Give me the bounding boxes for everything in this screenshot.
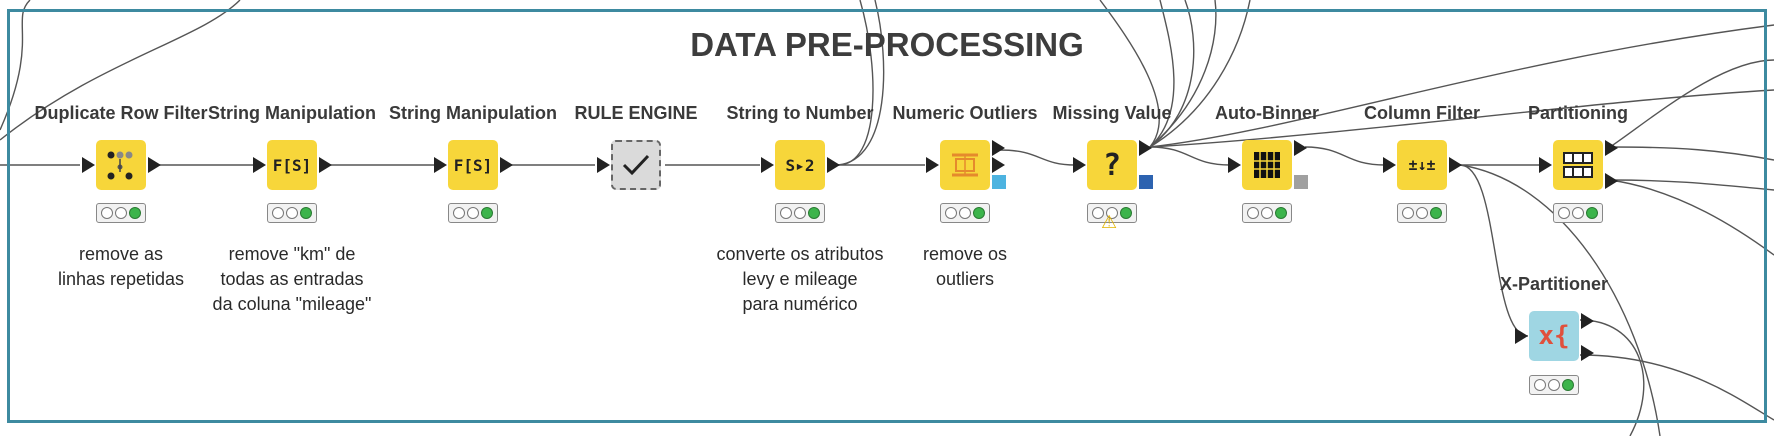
output-port[interactable] [319,157,332,173]
input-port[interactable] [1073,157,1086,173]
node-label-string-to-number: String to Number [726,103,874,123]
node-description: remove as linhas repetidas [57,244,185,289]
string-manipulation-icon[interactable]: F[S] [448,140,498,190]
output-port[interactable] [1605,140,1618,156]
node-status [1087,203,1137,223]
node-description: remove "km" de todas as entradas da colu… [212,244,372,314]
annotation-frame [7,9,1767,423]
model-port[interactable] [1139,175,1153,189]
node-status [96,203,146,223]
output-port[interactable] [1581,313,1594,329]
output-port[interactable] [992,157,1005,173]
input-port[interactable] [434,157,447,173]
duplicate-row-icon[interactable] [96,140,146,190]
input-port[interactable] [761,157,774,173]
node-label-string-manipulation: String Manipulation [208,103,376,123]
input-port[interactable] [1383,157,1396,173]
node-label-rule-engine: RULE ENGINE [574,103,698,123]
node-status [1529,375,1579,395]
output-port[interactable] [1294,140,1307,156]
node-status [1242,203,1292,223]
node-description: converte os atributos levy e mileage par… [716,244,884,314]
input-port[interactable] [1515,328,1528,344]
output-port[interactable] [827,157,840,173]
input-port[interactable] [253,157,266,173]
outliers-icon[interactable] [940,140,990,190]
question-mark-icon[interactable]: ? [1087,140,1137,190]
output-port[interactable] [500,157,513,173]
node-status [1553,203,1603,223]
input-port[interactable] [597,157,610,173]
node-label-duplicate-row-filter: Duplicate Row Filter [34,103,208,123]
node-label-numeric-outliers: Numeric Outliers [892,103,1038,123]
partitioning-icon[interactable] [1553,140,1603,190]
node-status [940,203,990,223]
node-description: remove os outliers [922,244,1008,289]
output-port[interactable] [1449,157,1462,173]
output-port[interactable] [1605,173,1618,189]
string-to-number-icon[interactable]: S▸2 [775,140,825,190]
checkmark-icon[interactable] [611,140,661,190]
input-port[interactable] [82,157,95,173]
column-filter-icon[interactable]: ±↓± [1397,140,1447,190]
warning-icon[interactable]: ⚠ [1101,212,1118,233]
node-status [775,203,825,223]
node-status [267,203,317,223]
string-manipulation-icon[interactable]: F[S] [267,140,317,190]
output-port[interactable] [1139,140,1152,156]
x-partitioner-icon[interactable]: x{ [1529,311,1579,361]
output-port[interactable] [992,140,1005,156]
input-port[interactable] [1539,157,1552,173]
input-port[interactable] [1228,157,1241,173]
node-label-string-manipulation-2: String Manipulation [389,103,557,123]
node-label-missing-value: Missing Value [1052,103,1172,123]
node-label-x-partitioner: X-Partitioner [1499,274,1609,294]
model-port[interactable] [992,175,1006,189]
annotation-title: DATA PRE-PROCESSING [690,26,1084,63]
node-label-column-filter: Column Filter [1364,103,1480,123]
output-port[interactable] [1581,345,1594,361]
input-port[interactable] [926,157,939,173]
node-label-partitioning: Partitioning [1528,103,1628,123]
node-status [1397,203,1447,223]
node-status [448,203,498,223]
node-label-auto-binner: Auto-Binner [1215,103,1319,123]
binner-icon[interactable] [1242,140,1292,190]
model-port[interactable] [1294,175,1308,189]
output-port[interactable] [148,157,161,173]
